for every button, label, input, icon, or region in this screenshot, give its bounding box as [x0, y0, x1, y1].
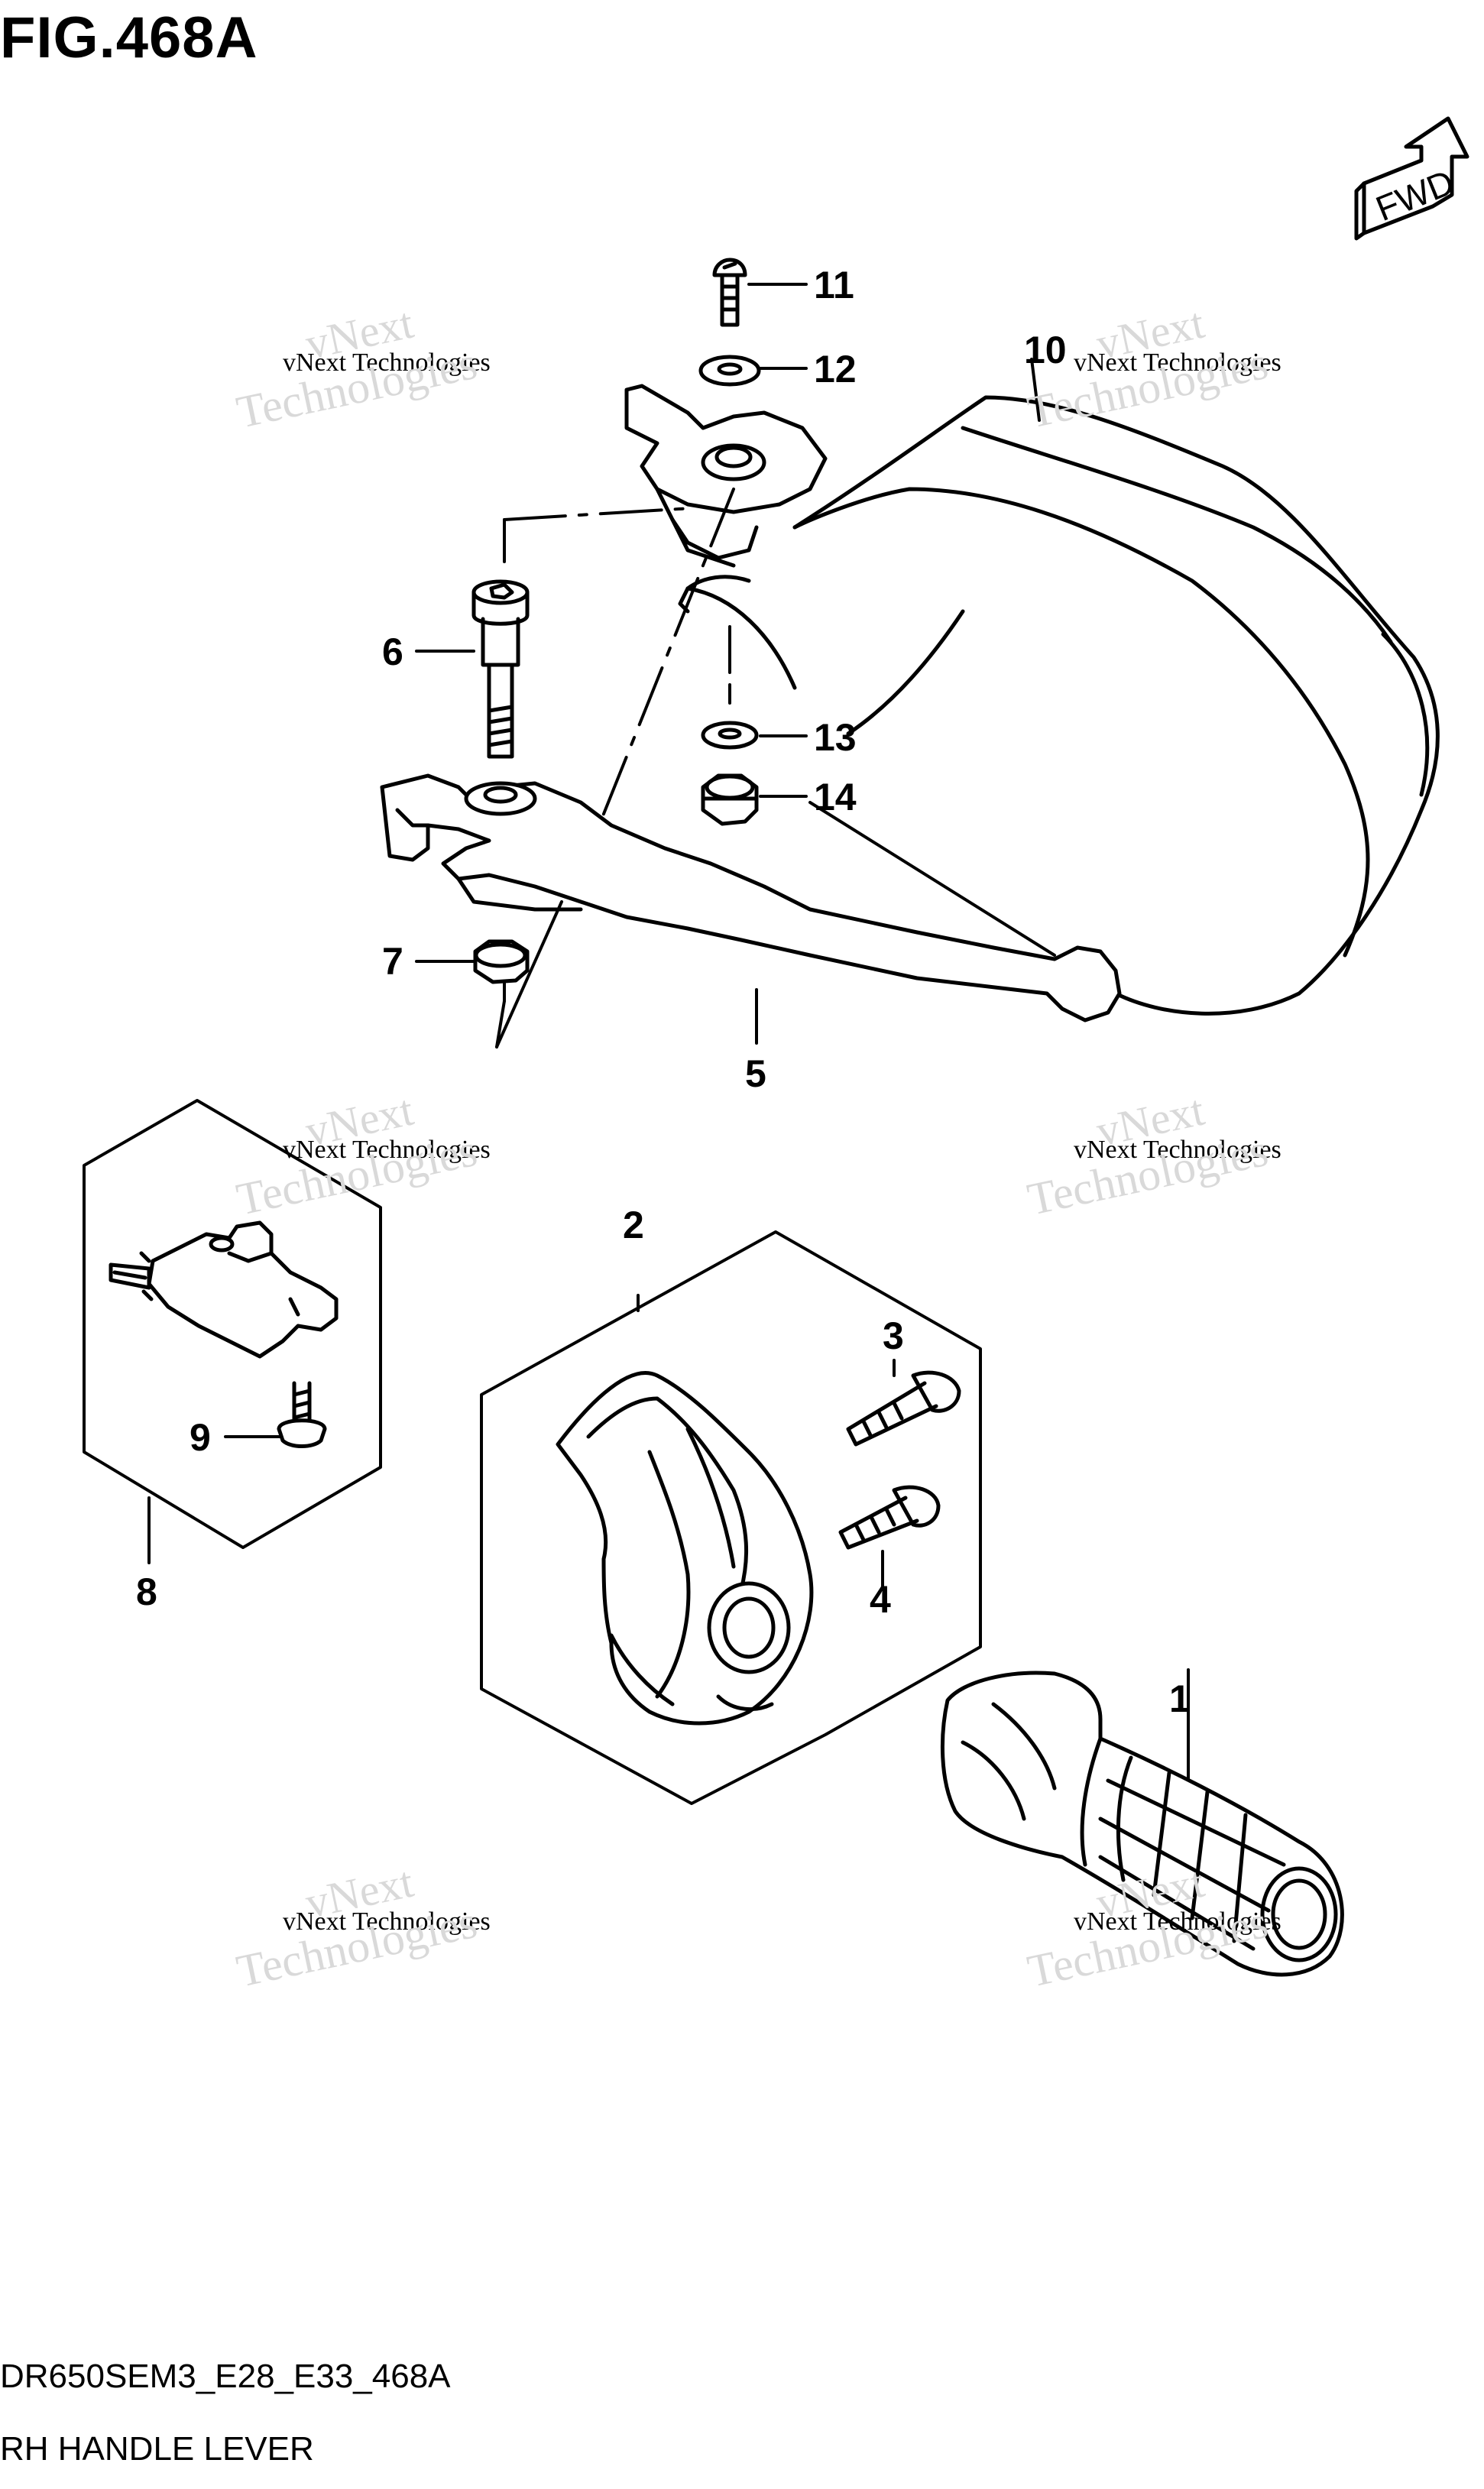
callout-6: 6 [382, 630, 403, 673]
nut-7 [473, 939, 530, 984]
callout-13: 13 [814, 716, 857, 759]
callout-11: 11 [814, 264, 854, 306]
callout-2: 2 [623, 1204, 644, 1246]
svg-text:vNext Technologies: vNext Technologies [1074, 1136, 1281, 1164]
washer-12 [698, 355, 761, 387]
callout-14: 14 [814, 776, 857, 818]
hand-guard [685, 395, 1440, 1016]
lever-holder [556, 1371, 814, 1726]
callout-10: 10 [1024, 329, 1067, 371]
svg-text:vNext Technologies: vNext Technologies [1074, 348, 1281, 377]
bolt-4 [838, 1485, 941, 1550]
pivot-bolt-6 [471, 579, 530, 759]
lever-holder-frame-2 [480, 1230, 982, 1805]
callout-numbers: 1 2 3 4 5 6 7 8 9 10 11 12 13 14 [136, 264, 1191, 1720]
watermark-5: vNext vNext Technologies Technologies [232, 1857, 491, 1997]
svg-text:vNext Technologies: vNext Technologies [283, 348, 491, 377]
watermark-1: vNext vNext Technologies Technologies [232, 298, 491, 438]
watermark-3: vNext vNext Technologies Technologies [232, 1085, 491, 1225]
callout-12: 12 [814, 348, 857, 391]
callout-1: 1 [1169, 1677, 1191, 1720]
svg-text:vNext Technologies: vNext Technologies [283, 1907, 491, 1936]
callout-5: 5 [745, 1052, 766, 1095]
clutch-lever-5 [380, 773, 1122, 1022]
figure-title: FIG.468A [0, 5, 258, 70]
leader-lines [495, 488, 735, 1048]
clutch-switch [109, 1220, 339, 1359]
screw-11 [712, 258, 747, 327]
callout-3: 3 [883, 1314, 904, 1357]
bolt-3 [846, 1370, 961, 1447]
screw-9 [277, 1381, 327, 1448]
callout-9: 9 [190, 1416, 211, 1459]
lever-bracket [624, 384, 828, 614]
watermark-4: vNext vNext Technologies Technologies [1023, 1085, 1281, 1225]
callout-8: 8 [136, 1570, 157, 1613]
nut-14 [701, 773, 759, 826]
grip-1 [940, 1671, 1344, 1977]
callout-7: 7 [382, 940, 403, 983]
fwd-arrow-icon: FWD [1354, 116, 1469, 241]
diagram-caption: RH HANDLE LEVER [0, 2430, 314, 2468]
watermark-2: vNext vNext Technologies Technologies [1023, 298, 1281, 438]
callout-4: 4 [870, 1578, 891, 1621]
washer-13 [701, 721, 759, 750]
diagram-code: DR650SEM3_E28_E33_468A [0, 2358, 451, 2395]
svg-text:vNext Technologies: vNext Technologies [1074, 1907, 1281, 1936]
switch-kit-frame-8 [83, 1099, 382, 1549]
svg-text:vNext Technologies: vNext Technologies [283, 1136, 491, 1164]
